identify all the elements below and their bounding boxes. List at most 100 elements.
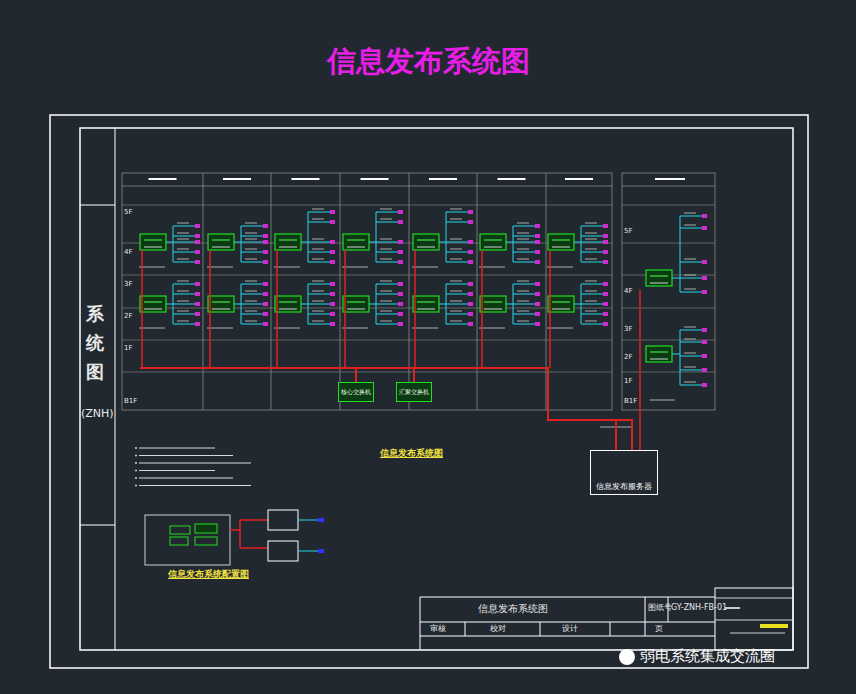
backbone-wire: [209, 250, 211, 368]
config-device: [195, 537, 217, 545]
switch-symbol: [646, 346, 672, 362]
note-text-mark: [139, 462, 251, 463]
terminal-tag: [312, 209, 324, 210]
display-terminal: [398, 282, 403, 286]
terminal-tag: [177, 301, 189, 302]
branch-wire: [376, 212, 398, 213]
branch-wire: [680, 342, 702, 343]
branch-wire: [581, 314, 603, 315]
player-box: [268, 541, 298, 561]
terminal-tag: [177, 249, 189, 250]
stamp-bar: [760, 624, 788, 628]
switch-symbol: [484, 240, 502, 241]
display-terminal: [195, 282, 200, 286]
branch-wire: [241, 294, 263, 295]
backbone-wire: [414, 250, 416, 368]
switch-symbol: [480, 234, 506, 250]
config-frame: [145, 515, 230, 565]
grid: [409, 173, 410, 410]
display-terminal: [263, 282, 268, 286]
branch-wire: [376, 222, 398, 223]
note-bullet: [135, 477, 137, 479]
floor-tag: [274, 328, 300, 329]
branch-wire: [173, 242, 195, 243]
note-bullet: [135, 470, 137, 472]
branch-wire: [173, 252, 195, 253]
terminal-tag: [585, 233, 597, 234]
terminal-tag: [177, 239, 189, 240]
switch-symbol: [212, 247, 230, 248]
title-block: [420, 622, 715, 623]
branch-wire: [241, 226, 263, 227]
branch-wire: [446, 242, 468, 243]
terminal-tag: [450, 281, 462, 282]
branch-wire: [234, 242, 241, 243]
note-bullet: [135, 485, 137, 487]
grid: [122, 340, 612, 341]
display-terminal: [468, 210, 473, 214]
header-mark: [429, 178, 457, 180]
switch-symbol: [208, 296, 234, 312]
display-terminal: [398, 322, 403, 326]
display-terminal: [535, 322, 540, 326]
display-terminal: [195, 322, 200, 326]
switch-symbol: [347, 302, 365, 303]
branch-wire: [241, 324, 263, 325]
branch-wire: [513, 324, 535, 325]
config-device: [170, 537, 188, 545]
display-terminal: [263, 250, 268, 254]
switch-symbol: [144, 247, 162, 248]
display-terminal: [702, 354, 707, 358]
branch-wire: [439, 304, 446, 305]
display-terminal: [702, 328, 707, 332]
branch-wire: [513, 304, 535, 305]
switch-symbol: [347, 309, 365, 310]
terminal-tag: [684, 327, 696, 328]
terminal-tag: [245, 301, 257, 302]
branch-wire: [376, 304, 398, 305]
terminal-tag: [684, 275, 696, 276]
terminal-tag: [450, 209, 462, 210]
backbone-connector: [414, 368, 632, 450]
player-box: [268, 510, 298, 530]
note-text-mark: [139, 477, 233, 478]
terminal-tag: [585, 249, 597, 250]
terminal-tag: [517, 233, 529, 234]
note-bullet: [135, 462, 137, 464]
floor-tag: [412, 328, 438, 329]
terminal-tag: [517, 239, 529, 240]
display-terminal: [330, 322, 335, 326]
backbone-wire: [639, 410, 641, 450]
terminal-tag: [517, 291, 529, 292]
terminal-tag: [380, 239, 392, 240]
branch-wire: [308, 212, 330, 213]
text-label: 5F: [124, 209, 132, 217]
branch-wire: [581, 226, 603, 227]
branch-wire: [308, 262, 330, 263]
display-terminal: [398, 302, 403, 306]
text-label: 信息发布系统图: [478, 603, 548, 614]
switch-symbol: [275, 234, 301, 250]
text-label: 1F: [624, 378, 632, 386]
branch-wire: [173, 226, 195, 227]
branch-wire: [574, 304, 581, 305]
display-terminal: [398, 260, 403, 264]
frame-line: [115, 128, 116, 650]
floor-tag: [479, 328, 505, 329]
branch-wire: [506, 242, 513, 243]
branch-wire: [581, 242, 603, 243]
terminal-tag: [517, 259, 529, 260]
display-terminal: [263, 260, 268, 264]
branch-wire: [234, 304, 241, 305]
outer-frame: [50, 115, 808, 668]
server-room-box: 信息发布服务器: [590, 450, 658, 495]
switch-symbol: [552, 302, 570, 303]
branch-wire: [173, 284, 195, 285]
branch-wire: [581, 294, 603, 295]
terminal-tag: [245, 311, 257, 312]
switch-symbol: [484, 247, 502, 248]
terminal-tag: [684, 289, 696, 290]
grid: [477, 173, 478, 410]
branch-wire: [513, 226, 535, 227]
terminal-tag: [380, 281, 392, 282]
